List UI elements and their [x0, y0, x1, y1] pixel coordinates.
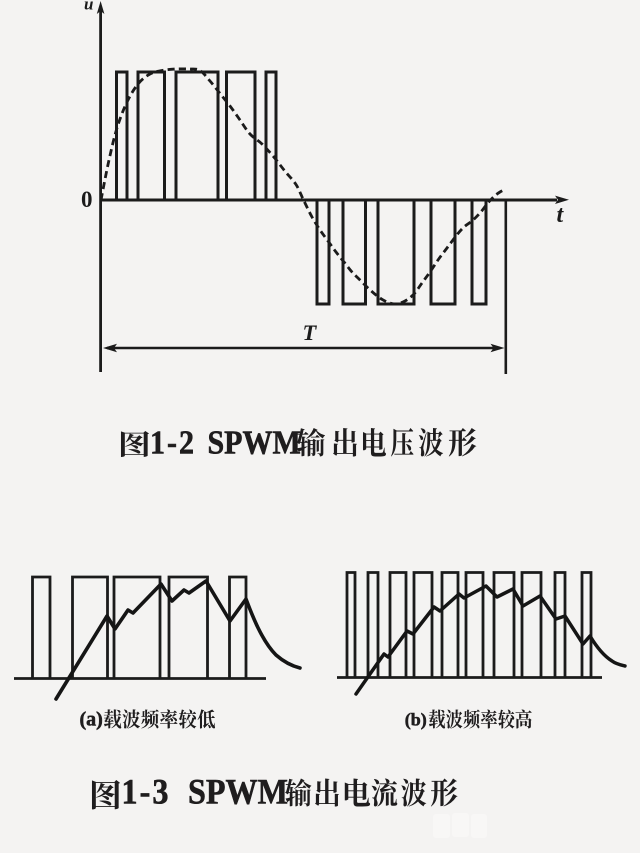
svg-text:1-2: 1-2 — [150, 423, 196, 461]
svg-text:(b): (b) — [405, 710, 427, 731]
svg-text:u: u — [84, 0, 93, 14]
svg-text:T: T — [303, 320, 318, 345]
svg-text:(a): (a) — [80, 709, 103, 731]
svg-text:SPWM: SPWM — [208, 423, 301, 461]
svg-text:1-3: 1-3 — [122, 773, 171, 812]
svg-text:SPWM: SPWM — [188, 773, 288, 812]
svg-text:0: 0 — [81, 187, 93, 212]
svg-text:t: t — [557, 202, 565, 228]
